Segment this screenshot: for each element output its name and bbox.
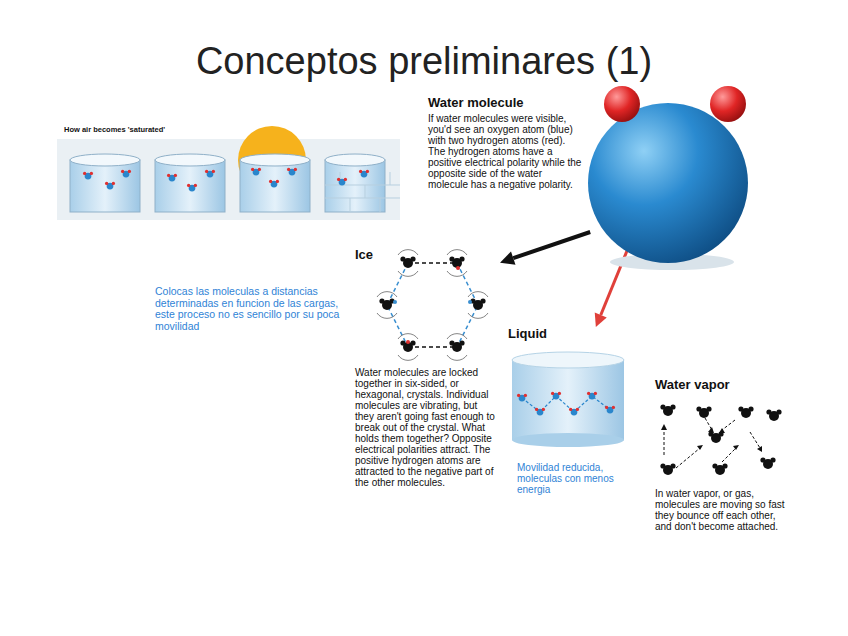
panel-body: If water molecules were visible, you'd s… [428, 113, 583, 190]
slide-title: Conceptos preliminares (1) [0, 40, 848, 84]
panel-heading: Liquid [508, 327, 588, 342]
state-panel: Water molecule If water molecules were vi… [428, 96, 746, 232]
panel-heading: Water vapor [655, 378, 785, 393]
annotation-note: Movilidad reducida, moleculas con menos … [517, 462, 622, 495]
banner-caption: How air becomes 'saturated' [64, 126, 264, 134]
water-molecule-model [588, 86, 748, 270]
connector-arrow [513, 232, 590, 258]
panel-body: Water molecules are locked together in s… [355, 367, 495, 488]
saturation-banner [57, 123, 400, 220]
panel-heading: Water molecule [428, 96, 628, 111]
annotation-note: Colocas las moleculas a distancias deter… [155, 286, 360, 332]
liquid-container [512, 352, 624, 447]
arrow-head [595, 313, 607, 327]
panel-body: In water vapor, or gas, molecules are mo… [655, 488, 792, 532]
arrow-head [500, 252, 516, 265]
ice-lattice [377, 250, 488, 361]
panel-heading: Ice [355, 248, 435, 263]
vapor-molecules [660, 404, 781, 475]
state-panel: Liquid [508, 327, 630, 447]
state-panel: IceWater molecules are locked together i… [355, 248, 500, 492]
state-panel: Water vapor In water vapor, or gas, molec… [655, 378, 795, 536]
